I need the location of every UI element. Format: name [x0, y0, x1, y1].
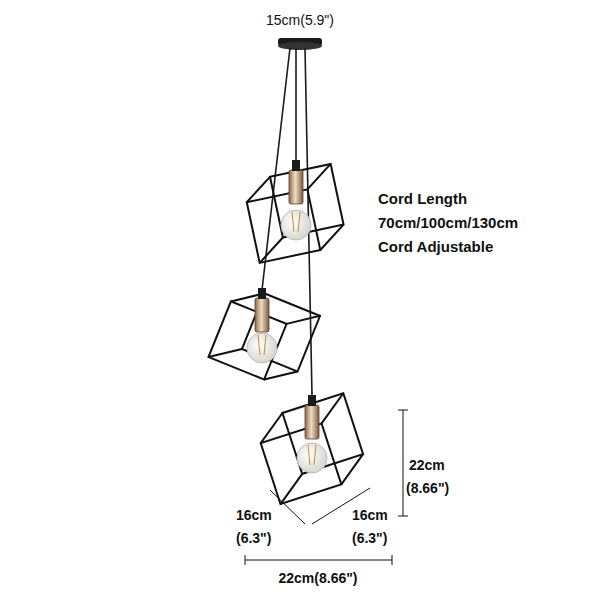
dimension-label: (6.3") [352, 530, 387, 547]
dimension-label: 15cm(5.9") [266, 12, 334, 29]
spec-label: 70cm/100cm/130cm [378, 214, 518, 231]
bulbs [247, 160, 327, 473]
canopy-base [278, 42, 322, 50]
dimension-label: 22cm [409, 457, 445, 474]
spec-label: Cord Adjustable [378, 238, 493, 255]
dimension-label: 16cm [236, 507, 272, 524]
dimension-label: (6.3") [236, 530, 271, 547]
dimension-label: (8.66") [406, 480, 449, 497]
cube-shade-middle [208, 283, 320, 390]
dimension-label: 16cm [352, 507, 388, 524]
spec-label: Cord Length [378, 190, 467, 207]
cube-shade-bottom [254, 393, 370, 504]
cube-shade-top [243, 164, 348, 263]
dimension-label: 22cm(8.66") [278, 570, 357, 587]
